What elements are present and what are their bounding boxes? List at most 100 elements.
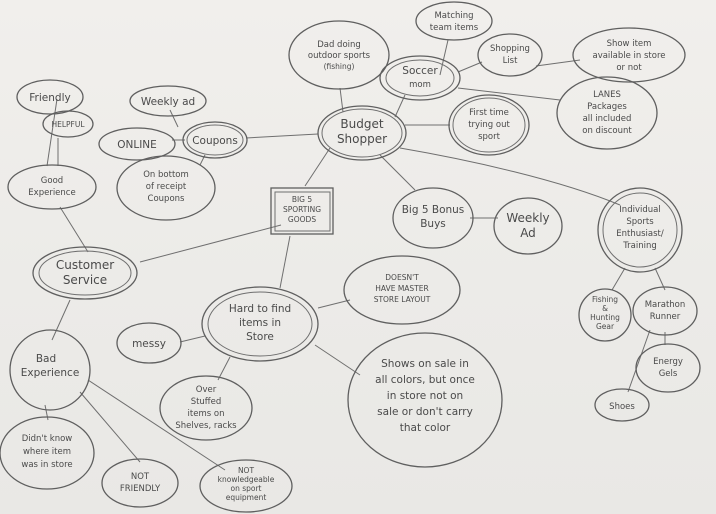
node-soccer-mom: Soccer mom <box>379 55 461 101</box>
connectors <box>44 39 666 471</box>
edge-individual-marathon <box>654 267 666 291</box>
didnt-line-2: where item <box>23 447 71 457</box>
node-weekly-ad-top: Weekly ad <box>129 85 207 117</box>
edge-shopping-showitem <box>535 59 581 67</box>
node-energy-gels: Energy Gels <box>635 343 701 393</box>
edge-budget-coupons <box>245 133 319 139</box>
hard-line-2: items in <box>239 317 281 329</box>
messy-label: messy <box>132 338 166 350</box>
layout-line-3: STORE LAYOUT <box>374 295 431 304</box>
node-big5-bonus: Big 5 Bonus Buys <box>392 187 474 249</box>
weeklyad-line-2: Ad <box>520 226 536 240</box>
node-not-knowledgeable: NOT knowledgeable on sport equipment <box>199 459 293 513</box>
budget-line-2: Shopper <box>337 132 387 146</box>
notfriendly-line-2: FRIENDLY <box>120 484 161 494</box>
node-coupons: Coupons <box>182 121 248 159</box>
dad-line-3: (fishing) <box>324 62 355 71</box>
firsttime-line-3: sport <box>478 132 501 142</box>
node-not-friendly: NOT FRIENDLY <box>101 458 179 508</box>
node-good-experience: Good Experience <box>7 164 97 210</box>
firsttime-line-1: First time <box>469 108 509 118</box>
node-online: ONLINE <box>98 127 176 161</box>
receipt-line-1: On bottom <box>143 170 189 180</box>
dad-line-2: outdoor sports <box>308 51 371 61</box>
node-shoes: Shoes <box>594 388 650 422</box>
layout-line-2: HAVE MASTER <box>375 284 428 293</box>
bad-line-2: Experience <box>21 367 80 379</box>
stuffed-line-4: Shelves, racks <box>175 421 237 431</box>
lanes-line-1: LANES <box>593 90 621 100</box>
layout-line-1: DOESN'T <box>385 273 419 282</box>
good-line-1: Good <box>41 176 63 186</box>
node-dad-outdoor: Dad doing outdoor sports (fishing) <box>288 20 390 90</box>
edge-friendly-good <box>46 98 58 167</box>
center-line-1: BIG 5 <box>292 195 313 204</box>
lanes-line-3: all included <box>583 114 632 124</box>
dad-line-1: Dad doing <box>317 40 361 50</box>
showitem-line-1: Show item <box>607 39 652 49</box>
gels-line-1: Energy <box>653 357 683 367</box>
node-shows-on-sale: Shows on sale in all colors, but once in… <box>347 332 503 468</box>
notknow-line-3: on sport <box>230 484 261 493</box>
showitem-line-3: or not <box>616 63 642 73</box>
node-customer-service: Customer Service <box>32 246 138 300</box>
marathon-line-2: Runner <box>650 312 681 322</box>
lanes-line-4: on discount <box>582 126 632 136</box>
fishing-line-4: Gear <box>596 322 615 331</box>
stuffed-line-1: Over <box>196 385 217 395</box>
stuffed-line-2: Stuffed <box>191 397 222 407</box>
sale-line-2: all colors, but once <box>375 374 475 386</box>
notfriendly-line-1: NOT <box>131 472 150 482</box>
individual-line-1: Individual <box>619 205 660 215</box>
coupons-label: Coupons <box>192 135 238 147</box>
hard-line-1: Hard to find <box>229 303 291 315</box>
bad-line-1: Bad <box>36 353 56 365</box>
matching-line-1: Matching <box>434 11 473 21</box>
fishing-line-2: & <box>602 304 608 313</box>
individual-line-2: Sports <box>626 217 654 227</box>
firsttime-line-2: trying out <box>468 120 510 130</box>
individual-line-3: Enthusiast/ <box>616 229 664 239</box>
gels-line-2: Gels <box>659 369 678 379</box>
node-budget-shopper: Budget Shopper <box>317 105 407 161</box>
node-hard-to-find: Hard to find items in Store <box>201 286 319 362</box>
online-label: ONLINE <box>117 139 157 151</box>
node-marathon: Marathon Runner <box>632 286 698 336</box>
node-fishing-hunting: Fishing & Hunting Gear <box>578 288 632 342</box>
edge-budget-bonus <box>379 154 416 191</box>
didnt-line-3: was in store <box>21 460 72 470</box>
shoes-label: Shoes <box>609 402 635 412</box>
node-helpful: HELPFUL <box>42 110 94 138</box>
fishing-line-1: Fishing <box>592 295 618 304</box>
weeklyadtop-label: Weekly ad <box>141 96 195 108</box>
edge-bad-notknow <box>87 379 226 471</box>
notknow-line-4: equipment <box>226 493 267 502</box>
node-friendly: Friendly <box>16 79 84 115</box>
stuffed-line-3: items on <box>188 409 225 419</box>
budget-line-1: Budget <box>340 117 383 131</box>
edge-hard-messy <box>179 335 206 343</box>
edge-soccer-shopping <box>457 61 483 73</box>
fishing-line-3: Hunting <box>590 313 620 322</box>
edge-good-service <box>59 206 89 253</box>
good-line-2: Experience <box>28 188 75 198</box>
didnt-line-1: Didn't know <box>22 434 73 444</box>
friendly-label: Friendly <box>29 92 70 104</box>
node-show-item-available: Show item available in store or not <box>572 27 686 83</box>
edge-center-budget <box>304 147 331 187</box>
matching-line-2: team items <box>430 23 479 33</box>
notknow-line-2: knowledgeable <box>218 475 275 484</box>
node-messy: messy <box>116 322 182 364</box>
soccer-line-1: Soccer <box>402 65 438 77</box>
edge-soccer-matching <box>439 39 449 76</box>
bonus-line-1: Big 5 Bonus <box>402 204 465 216</box>
receipt-line-3: Coupons <box>148 194 186 204</box>
node-weekly-ad: Weekly Ad <box>493 197 563 255</box>
sale-line-3: in store not on <box>387 390 463 402</box>
sale-line-1: Shows on sale in <box>381 358 469 370</box>
center-topic: BIG 5 SPORTING GOODS <box>270 187 334 235</box>
service-line-1: Customer <box>56 258 114 272</box>
edge-service-bad <box>51 299 71 341</box>
node-shopping-list: Shopping List <box>477 33 543 77</box>
